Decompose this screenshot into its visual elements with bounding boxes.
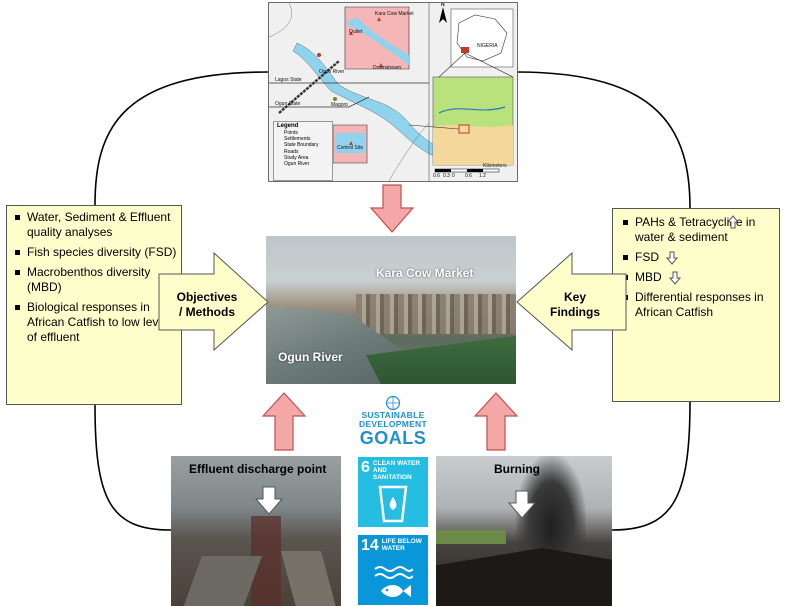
objective-item: Macrobenthos diversity (MBD) [13, 265, 177, 295]
photo-concrete-slab [280, 551, 338, 606]
findings-arrow [516, 252, 627, 352]
photo-burning-pile [436, 548, 612, 606]
map-label-magoro: Magoro [331, 102, 348, 108]
finding-text: FSD [635, 250, 659, 264]
connector-bottom-left [94, 404, 172, 531]
study-area-map: Kara Cow Market Outlet Ogun River Downst… [268, 2, 518, 182]
findings-label-line1: Key [563, 290, 586, 304]
connector-top-right [515, 71, 691, 209]
finding-text: MBD [635, 270, 662, 284]
finding-item: Differential responses in African Catfis… [621, 290, 775, 320]
objective-item: Water, Sediment & Effluent quality analy… [13, 210, 177, 240]
water-glass-icon [378, 485, 408, 523]
map-to-photo-arrow [370, 184, 414, 233]
connector-top-left [94, 71, 269, 206]
map-label-lagos-state: Lagos State [275, 77, 302, 83]
photo-label-kara-cow-market: Kara Cow Market [376, 266, 474, 280]
map-label-kara: Kara Cow Market [375, 11, 414, 17]
sdg14-title: LIFE BELOW WATER [381, 538, 422, 552]
photo-concrete-slab [180, 556, 262, 606]
effluent-discharge-photo: Effluent discharge point [171, 456, 341, 606]
objective-item: Fish species diversity (FSD) [13, 245, 177, 260]
sdg6-tile: 6 CLEAN WATER AND SANITATION [358, 457, 428, 527]
map-scale-tick-1: 0.3 [443, 173, 450, 179]
objective-item: Biological responses in African Catfish … [13, 300, 177, 345]
sdg-logo-line2: DEVELOPMENT [358, 419, 427, 429]
photo-label-ogun-river: Ogun River [278, 350, 343, 364]
findings-box: PAHs & Tetracycline in water & sediment … [612, 208, 780, 402]
map-label-control-site: Control Site [337, 145, 364, 151]
map-legend-item: Study Area [284, 154, 309, 161]
map-legend: Legend Points Settlements State Boundary… [273, 121, 333, 181]
map-label-ogun-river: Ogun River [319, 69, 345, 75]
map-legend-item: Points [284, 130, 298, 136]
finding-text: PAHs & Tetracycline in water & sediment [635, 215, 756, 244]
finding-item: MBD [621, 270, 775, 285]
decrease-arrow-icon [669, 271, 682, 285]
un-emblem-icon [385, 395, 401, 411]
objectives-box: Water, Sediment & Effluent quality analy… [6, 205, 182, 405]
map-scale-tick-3: 0.6 [465, 173, 472, 179]
connector-bottom-right [611, 401, 691, 531]
map-label-nigeria: NIGERIA [477, 43, 498, 49]
objectives-label-line2: / Methods [179, 305, 235, 319]
objectives-arrow [158, 252, 269, 352]
map-drawing [269, 3, 517, 181]
effluent-down-arrow-icon [255, 486, 283, 515]
findings-label-line2: Findings [550, 305, 600, 319]
map-scale-unit: Kilometers [483, 163, 507, 169]
map-legend-item: State Boundary [284, 142, 319, 149]
map-legend-item: Ogun River [284, 161, 310, 168]
objectives-label-line1: Objectives [176, 290, 238, 304]
map-scale-tick-4: 1.2 [479, 173, 486, 179]
burning-label: Burning [494, 462, 540, 476]
sdg14-number: 14 [361, 537, 379, 554]
photo-settlement [356, 294, 516, 334]
burning-up-arrow [474, 392, 518, 451]
map-legend-item: Roads [284, 148, 299, 155]
map-label-downstream: Downstream [373, 65, 402, 71]
decrease-arrow-icon [666, 251, 679, 265]
finding-item: PAHs & Tetracycline in water & sediment [621, 215, 775, 245]
sdg6-number: 6 [361, 459, 370, 476]
photo-vegetation [436, 530, 506, 544]
sdg14-tile: 14 LIFE BELOW WATER [358, 535, 428, 605]
burning-photo: Burning [436, 456, 612, 606]
map-legend-item: Settlements [284, 136, 311, 143]
fish-waves-icon [374, 566, 413, 597]
finding-text: Differential responses in African Catfis… [635, 290, 764, 319]
ogun-river-photo: Kara Cow Market Ogun River [266, 236, 516, 384]
increase-arrow-icon [727, 215, 739, 229]
map-legend-title: Legend [277, 123, 299, 129]
map-scale-tick-0: 0.6 [433, 173, 440, 179]
sdg-logo: SUSTAINABLE DEVELOPMENT GOALS [355, 395, 431, 455]
map-label-outlet: Outlet [349, 29, 363, 35]
sdg6-title: CLEAN WATER AND SANITATION [372, 460, 421, 481]
map-north-label: N [441, 2, 445, 8]
sdg-logo-line3: GOALS [359, 428, 427, 448]
effluent-up-arrow [262, 392, 306, 451]
findings-arrow-label: Key Findings [540, 290, 610, 320]
sdg-logo-line1: SUSTAINABLE [361, 410, 425, 420]
map-label-ogun-state: Ogun State [275, 101, 301, 107]
objectives-arrow-label: Objectives / Methods [172, 290, 242, 320]
finding-item: FSD [621, 250, 775, 265]
burning-down-arrow-icon [508, 490, 536, 519]
map-scale-tick-2: 0 [452, 173, 455, 179]
effluent-label: Effluent discharge point [189, 462, 327, 476]
